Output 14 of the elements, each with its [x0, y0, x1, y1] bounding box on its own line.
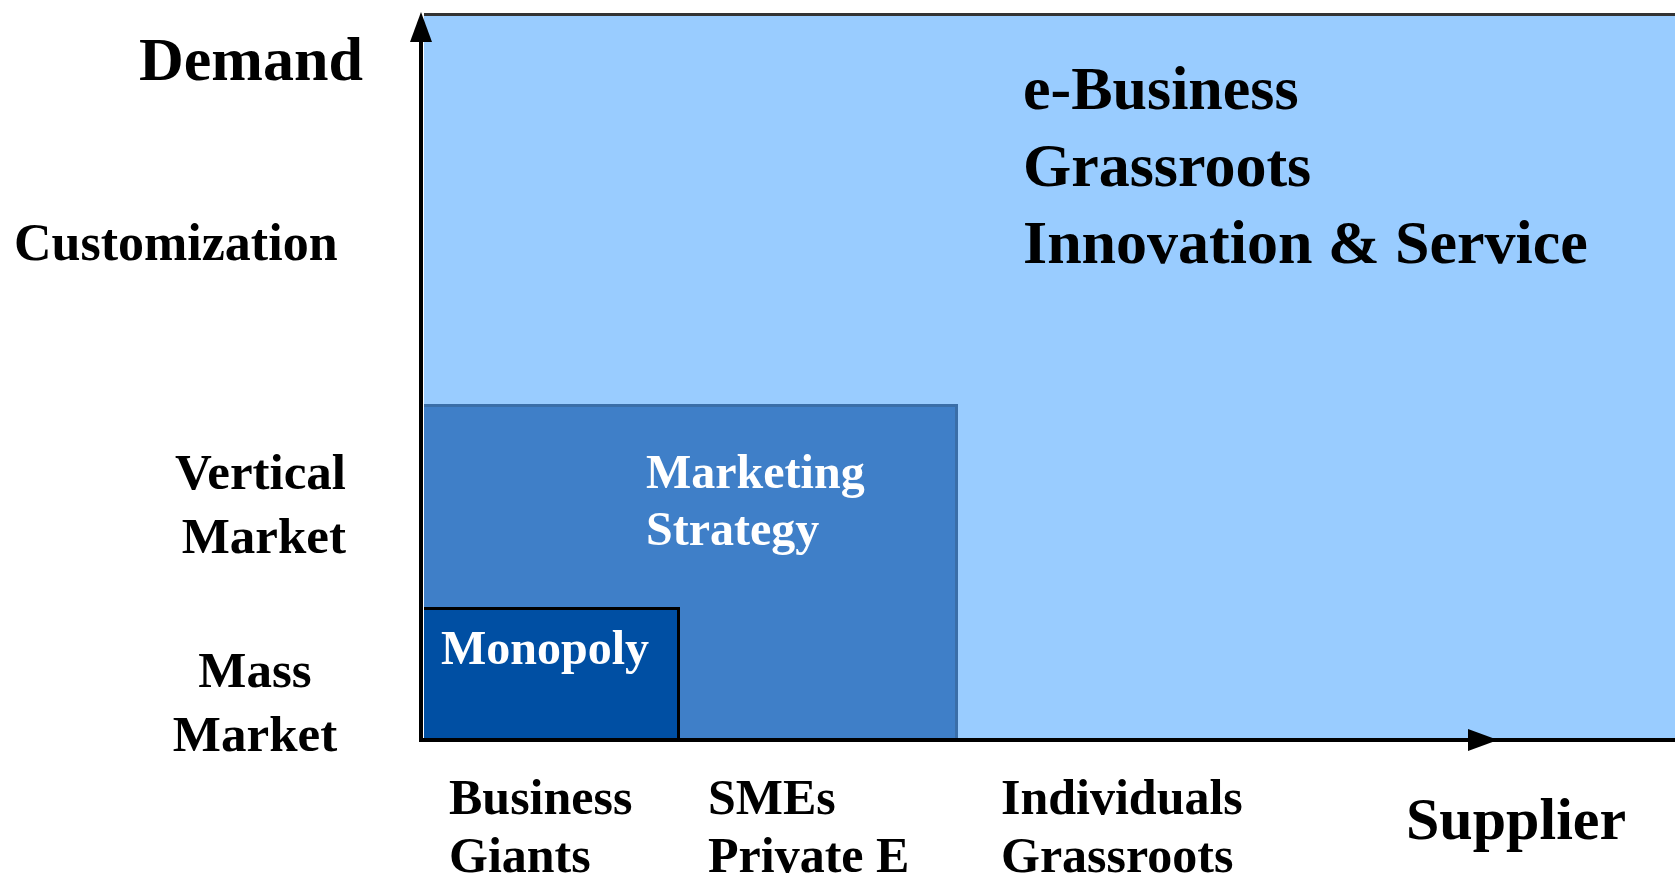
- axis-label: Mass Market: [171, 641, 339, 764]
- axis-label: Vertical Market: [174, 443, 346, 566]
- axis-label: Demand: [139, 24, 363, 94]
- region-label: Monopoly: [441, 620, 650, 676]
- axis-label: Supplier: [1406, 786, 1627, 852]
- axis-label: SMEs Private E: [708, 768, 911, 884]
- region-box: [424, 13, 1675, 739]
- region-label: Grassroots: [1023, 130, 1312, 201]
- axis-label: Business Giants: [449, 768, 634, 884]
- region-label: Marketing Strategy: [646, 444, 866, 557]
- axis-label: Individuals Grassroots: [1001, 768, 1244, 884]
- axis-label: Customization: [14, 213, 338, 273]
- region-label: Innovation & Service: [1023, 207, 1588, 278]
- region-label: e-Business: [1023, 53, 1299, 124]
